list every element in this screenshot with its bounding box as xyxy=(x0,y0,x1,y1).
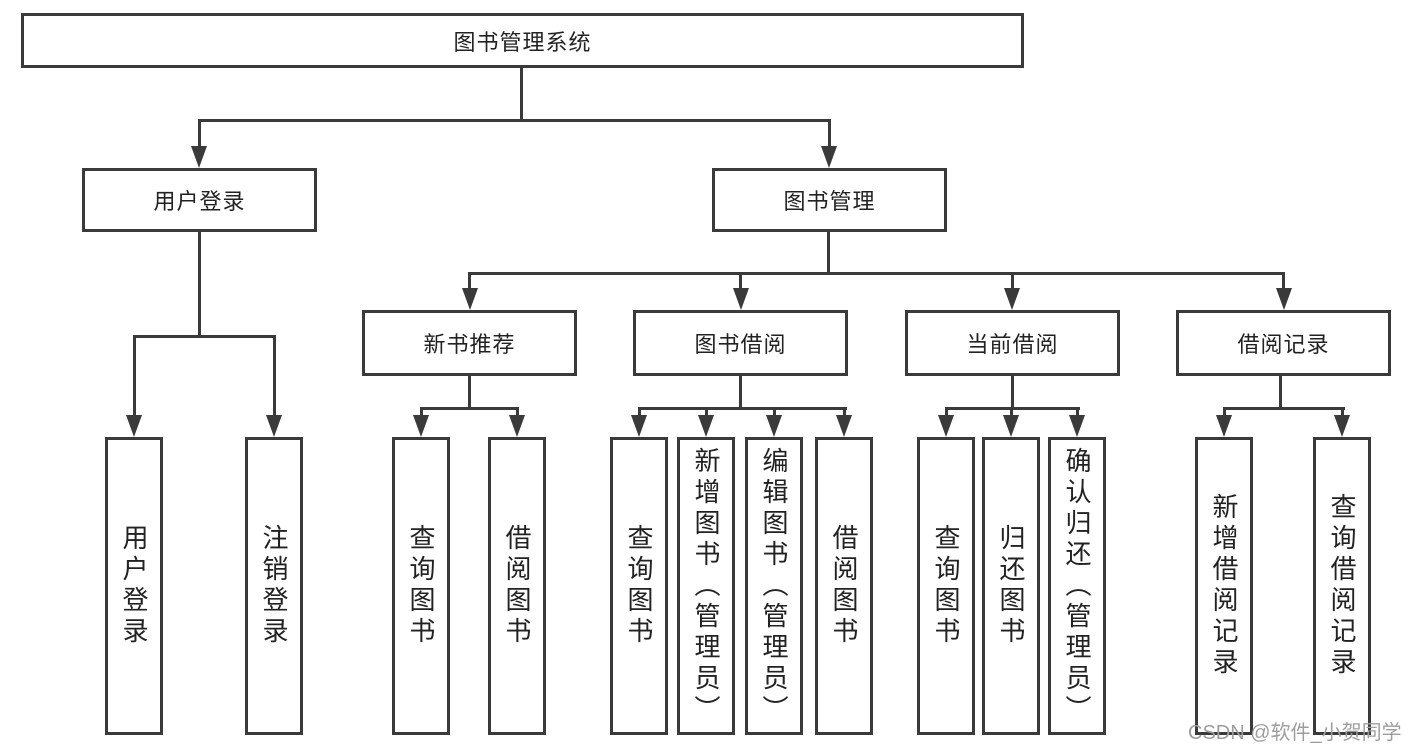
connector-segment xyxy=(468,272,471,296)
connector-segment xyxy=(828,119,831,149)
leaf-borrow-book-label: 借阅图书 xyxy=(829,524,859,648)
leaf-borrow-book-recommend: 借阅图书 xyxy=(488,437,546,735)
connector-segment xyxy=(773,407,776,419)
arrowhead-down xyxy=(631,415,647,437)
connector-segment xyxy=(516,407,519,419)
node-borrow-record-label: 借阅记录 xyxy=(1237,332,1330,357)
connector-segment xyxy=(739,272,742,296)
connector-segment xyxy=(843,407,846,419)
connector-segment xyxy=(198,119,201,149)
leaf-logout: 注销登录 xyxy=(245,437,303,735)
leaf-query-book-borrow-label: 查询图书 xyxy=(624,524,654,648)
arrowhead-down xyxy=(698,415,714,437)
leaf-query-book-current: 查询图书 xyxy=(917,437,975,735)
node-user-login: 用户登录 xyxy=(82,168,317,232)
leaf-user-login: 用户登录 xyxy=(105,437,163,735)
connector-segment xyxy=(468,376,471,410)
connector-segment xyxy=(946,407,1080,410)
leaf-query-book-recommend: 查询图书 xyxy=(392,437,450,735)
connector-segment xyxy=(1010,407,1013,419)
arrowhead-down xyxy=(1004,288,1020,310)
leaf-logout-label: 注销登录 xyxy=(259,524,289,648)
leaf-query-borrow-record-label: 查询借阅记录 xyxy=(1327,493,1357,679)
arrowhead-down xyxy=(462,288,478,310)
connector-segment xyxy=(639,407,847,410)
connector-segment xyxy=(945,407,948,419)
node-current-borrow: 当前借阅 xyxy=(905,310,1120,376)
leaf-query-book-borrow: 查询图书 xyxy=(610,437,668,735)
csdn-watermark: CSDN @软件_小贺同学 xyxy=(1188,722,1402,744)
connector-segment xyxy=(739,376,742,410)
connector-segment xyxy=(1279,376,1282,410)
connector-segment xyxy=(520,68,523,122)
connector-segment xyxy=(1282,272,1285,296)
connector-segment xyxy=(421,407,519,410)
arrowhead-down xyxy=(821,146,837,168)
connector-segment xyxy=(638,407,641,419)
arrowhead-down xyxy=(766,415,782,437)
leaf-return-book: 归还图书 xyxy=(982,437,1040,735)
connector-segment xyxy=(1011,376,1014,410)
leaf-borrow-book: 借阅图书 xyxy=(815,437,873,735)
connector-segment xyxy=(273,335,276,417)
leaf-confirm-return-admin: 确认归还（管理员） xyxy=(1048,437,1106,735)
connector-segment xyxy=(1011,272,1014,296)
arrowhead-down xyxy=(1069,415,1085,437)
arrowhead-down xyxy=(1003,415,1019,437)
arrowhead-down xyxy=(126,415,142,437)
connector-segment xyxy=(1341,407,1344,419)
connector-segment xyxy=(1223,407,1226,419)
leaf-user-login-label: 用户登录 xyxy=(119,524,149,648)
node-current-borrow-label: 当前借阅 xyxy=(966,332,1059,357)
leaf-query-book-current-label: 查询图书 xyxy=(931,524,961,648)
connector-segment xyxy=(420,407,423,419)
leaf-add-borrow-record-label: 新增借阅记录 xyxy=(1209,493,1239,679)
arrowhead-down xyxy=(1334,415,1350,437)
connector-segment xyxy=(705,407,708,419)
node-new-book-recommend: 新书推荐 xyxy=(362,310,577,376)
connector-segment xyxy=(198,232,201,338)
node-borrow-record: 借阅记录 xyxy=(1176,310,1391,376)
arrowhead-down xyxy=(938,415,954,437)
arrowhead-down xyxy=(413,415,429,437)
arrowhead-down xyxy=(509,415,525,437)
arrowhead-down xyxy=(836,415,852,437)
leaf-edit-book-admin-label: 编辑图书（管理员） xyxy=(759,446,789,726)
leaf-add-borrow-record: 新增借阅记录 xyxy=(1195,437,1253,735)
leaf-add-book-admin-label: 新增图书（管理员） xyxy=(691,446,721,726)
node-book-borrow-label: 图书借阅 xyxy=(694,332,787,357)
node-book-management: 图书管理 xyxy=(712,168,947,232)
node-user-login-label: 用户登录 xyxy=(153,189,246,214)
connector-segment xyxy=(198,119,831,122)
arrowhead-down xyxy=(1276,288,1292,310)
leaf-query-book-recommend-label: 查询图书 xyxy=(406,524,436,648)
node-book-management-label: 图书管理 xyxy=(783,189,876,214)
node-book-borrow: 图书借阅 xyxy=(633,310,848,376)
connector-segment xyxy=(133,335,276,338)
arrowhead-down xyxy=(733,288,749,310)
connector-segment xyxy=(469,272,1285,275)
leaf-add-book-admin: 新增图书（管理员） xyxy=(677,437,735,735)
leaf-query-borrow-record: 查询借阅记录 xyxy=(1313,437,1371,735)
node-new-book-recommend-label: 新书推荐 xyxy=(423,332,516,357)
leaf-return-book-label: 归还图书 xyxy=(996,524,1026,648)
connector-segment xyxy=(133,335,136,417)
node-root-label: 图书管理系统 xyxy=(453,29,592,55)
arrowhead-down xyxy=(1216,415,1232,437)
connector-segment xyxy=(1224,407,1345,410)
leaf-confirm-return-admin-label: 确认归还（管理员） xyxy=(1062,446,1092,726)
arrowhead-down xyxy=(191,146,207,168)
leaf-edit-book-admin: 编辑图书（管理员） xyxy=(745,437,803,735)
node-root-system: 图书管理系统 xyxy=(21,13,1024,68)
connector-segment xyxy=(827,232,830,275)
leaf-borrow-book-recommend-label: 借阅图书 xyxy=(502,524,532,648)
connector-segment xyxy=(1076,407,1079,419)
arrowhead-down xyxy=(266,415,282,437)
